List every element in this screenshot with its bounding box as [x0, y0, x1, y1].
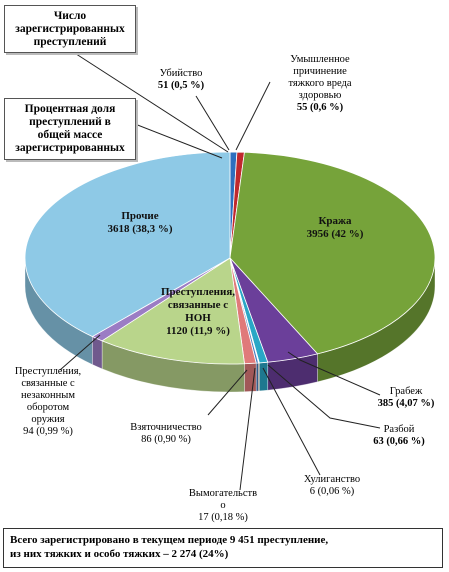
label-theft-value: 3956 (42 %)	[306, 228, 364, 240]
label-harm-line1: Умышленное	[290, 54, 350, 65]
label-assault: Разбой 63 (0,66 %)	[364, 424, 434, 448]
leader-assault	[267, 364, 381, 429]
pie-slice-8	[101, 257, 245, 365]
label-extortion-line2: о	[220, 500, 226, 511]
pie-tops	[24, 151, 436, 365]
callout-count-line1: Число	[53, 10, 87, 22]
leader-harm	[235, 81, 271, 151]
label-weapons-line1: Преступления,	[14, 366, 82, 377]
label-theft-name: Кража	[318, 215, 352, 227]
pie-side-4	[258, 361, 269, 392]
callout-count-line2: зарегистрированных	[15, 23, 125, 35]
label-weapons-line2: связанные с	[21, 378, 75, 389]
label-bribery-name: Взяточничество	[130, 422, 202, 433]
callout-count: Число зарегистрированных преступлений	[4, 5, 136, 53]
callout-share-line4: зарегистрированных	[15, 142, 125, 154]
label-robbery-value: 385 (4,07 %)	[377, 398, 435, 409]
label-harm: Умышленное причинение тяжкого вреда здор…	[270, 54, 370, 114]
callout-share: Процентная доля преступлений в общей мас…	[4, 98, 136, 160]
label-bribery-value: 86 (0,90 %)	[141, 434, 191, 445]
pie-slice-2	[229, 151, 436, 355]
label-hooligan-name: Хулиганство	[303, 474, 361, 485]
label-drugs: Преступления, связанные с НОН 1120 (11,9…	[143, 286, 253, 338]
label-robbery: Грабеж 385 (4,07 %)	[366, 386, 446, 410]
label-harm-value: 55 (0,6 %)	[296, 102, 344, 113]
label-drugs-line2: связанные с	[167, 299, 229, 311]
label-other: Прочие 3618 (38,3 %)	[90, 210, 190, 236]
label-other-value: 3618 (38,3 %)	[107, 223, 173, 235]
label-bribery: Взяточничество 86 (0,90 %)	[118, 422, 214, 446]
pie-side-9	[92, 336, 103, 370]
label-murder-value: 51 (0,5 %)	[157, 80, 205, 91]
callout-count-line3: преступлений	[33, 36, 107, 48]
callout-share-line1: Процентная доля	[24, 103, 116, 115]
label-drugs-line1: Преступления,	[160, 286, 236, 298]
label-assault-name: Разбой	[383, 424, 415, 435]
label-drugs-value: 1120 (11,9 %)	[166, 325, 230, 337]
label-extortion: Вымогательств о 17 (0,18 %)	[178, 488, 268, 524]
label-robbery-name: Грабеж	[389, 386, 423, 397]
label-weapons: Преступления, связанные с незаконным обо…	[2, 366, 94, 438]
leader-murder	[195, 95, 230, 151]
pie-slice-10	[24, 151, 231, 337]
callout-share-line2: преступлений в	[29, 116, 111, 128]
pie-side-6	[255, 362, 259, 392]
footer-line1: Всего зарегистрировано в текущем периоде…	[10, 534, 329, 546]
label-other-name: Прочие	[121, 210, 159, 222]
label-hooligan: Хулиганство 6 (0,06 %)	[292, 474, 372, 498]
label-murder: Убийство 51 (0,5 %)	[146, 68, 216, 92]
footer-line2: из них тяжких и особо тяжких – 2 274 (24…	[10, 548, 229, 560]
pie-side-7	[244, 362, 257, 393]
leader-count	[69, 49, 229, 153]
label-harm-line3: тяжкого вреда	[288, 78, 352, 89]
label-hooligan-value: 6 (0,06 %)	[309, 486, 355, 497]
label-theft: Кража 3956 (42 %)	[290, 215, 380, 241]
label-assault-value: 63 (0,66 %)	[373, 436, 425, 447]
label-harm-line2: причинение	[293, 66, 347, 77]
label-murder-name: Убийство	[159, 68, 203, 79]
leader-weapons	[59, 334, 101, 371]
label-weapons-line4: оборотом	[26, 402, 70, 413]
leader-share	[134, 123, 223, 159]
leader-hooligan	[262, 367, 321, 476]
callout-share-line3: общей массе	[37, 129, 103, 141]
label-extortion-value: 17 (0,18 %)	[198, 512, 248, 523]
label-drugs-line3: НОН	[185, 312, 211, 324]
label-weapons-value: 94 (0,99 %)	[23, 426, 73, 437]
label-extortion-line1: Вымогательств	[188, 488, 258, 499]
label-harm-line4: здоровью	[298, 90, 342, 101]
label-weapons-line5: оружия	[31, 414, 65, 425]
footer-summary: Всего зарегистрировано в текущем периоде…	[3, 528, 443, 568]
leader-bribery	[207, 369, 248, 416]
label-weapons-line3: незаконным	[21, 390, 75, 401]
leader-lines	[59, 49, 381, 491]
leader-extortion	[239, 367, 256, 491]
leader-robbery	[287, 351, 381, 396]
